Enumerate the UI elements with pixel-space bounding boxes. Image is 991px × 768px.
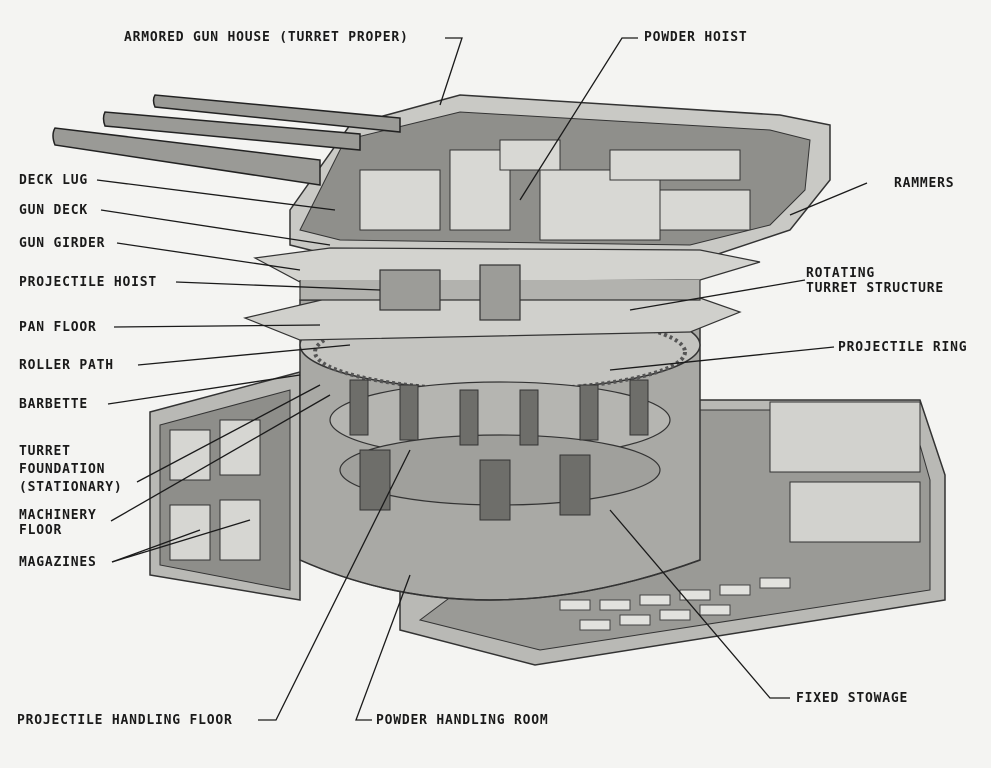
- label-gun-deck: GUN DECK: [19, 203, 89, 218]
- label-fixed-stowage: FIXED STOWAGE: [796, 691, 909, 706]
- label-magazines: MAGAZINES: [19, 555, 97, 570]
- label-turret-foundation: TURRET FOUNDATION (STATIONARY): [19, 444, 123, 495]
- label-projectile-ring: PROJECTILE RING: [838, 340, 968, 355]
- label-projectile-handling-floor: PROJECTILE HANDLING FLOOR: [17, 713, 233, 728]
- label-pan-floor: PAN FLOOR: [19, 320, 97, 335]
- label-roller-path: ROLLER PATH: [19, 358, 114, 373]
- label-machinery-floor: MACHINERY FLOOR: [19, 508, 97, 538]
- gun-barrels: [52, 94, 401, 186]
- label-armored-gun-house: ARMORED GUN HOUSE (TURRET PROPER): [124, 30, 409, 45]
- leader-lines: [96, 37, 868, 721]
- label-powder-handling-room: POWDER HANDLING ROOM: [376, 713, 549, 728]
- label-barbette: BARBETTE: [19, 397, 89, 412]
- gun-house: [253, 94, 831, 321]
- rotating-structure: [243, 297, 742, 601]
- label-rotating-turret-structure: ROTATING TURRET STRUCTURE: [806, 266, 945, 296]
- label-gun-girder: GUN GIRDER: [19, 236, 106, 251]
- label-rammers: RAMMERS: [894, 176, 955, 191]
- label-deck-lug: DECK LUG: [19, 173, 89, 188]
- label-powder-hoist: POWDER HOIST: [644, 30, 748, 45]
- label-projectile-hoist: PROJECTILE HOIST: [19, 275, 158, 290]
